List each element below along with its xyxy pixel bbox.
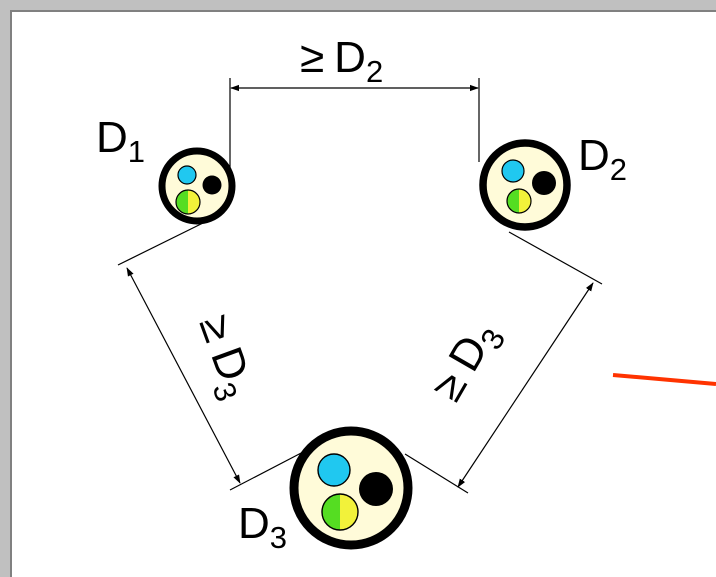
dimension-arrow-left	[126, 267, 241, 484]
core-blue-d3	[317, 453, 351, 487]
dimension-label-top: ≥D2	[300, 33, 383, 89]
label-d2: D2	[578, 131, 627, 187]
label-d1: D1	[96, 113, 145, 169]
core-black-d2	[532, 171, 556, 195]
core-green-yellow-d3	[321, 493, 359, 531]
core-green-yellow-d1	[175, 189, 201, 215]
dimension-arrow-right	[457, 282, 594, 488]
extension-line-d2	[508, 231, 603, 285]
extension-line-d1	[117, 222, 204, 266]
cable-d2	[479, 139, 571, 231]
red-line	[612, 373, 716, 386]
cable-d1	[158, 147, 236, 225]
core-black-d3	[359, 472, 393, 506]
label-d3: D3	[238, 499, 287, 555]
dimension-label-left: ≥D3	[183, 309, 264, 406]
extension-line-d3-left	[229, 450, 306, 491]
core-black-d1	[202, 175, 222, 195]
core-blue-d2	[501, 159, 525, 183]
cable-d3	[289, 426, 413, 550]
extension-line-d3-right	[404, 453, 469, 494]
dimension-label-right: ≥D3	[422, 312, 512, 412]
core-green-yellow-d2	[506, 188, 532, 214]
core-blue-d1	[177, 165, 197, 185]
